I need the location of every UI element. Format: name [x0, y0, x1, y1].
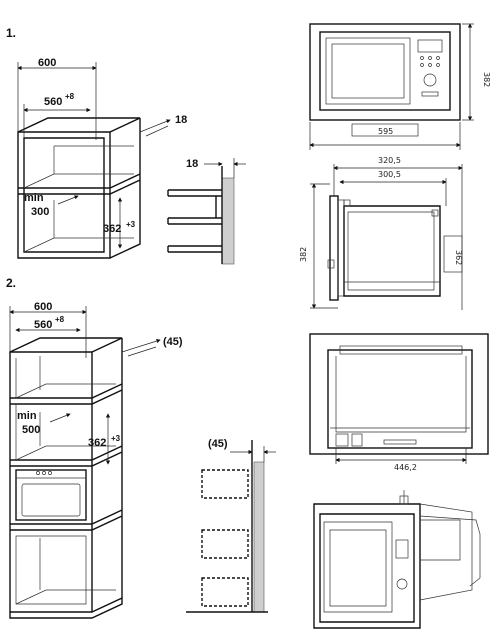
side-view-drawing: 320,5 300,5 362 382	[299, 156, 463, 310]
step2-dim-thickness: (45)	[163, 336, 183, 348]
step1-min-label: min	[24, 192, 44, 204]
step2-dim-inner-sup: +8	[55, 315, 65, 324]
step1-dim-inner-sup: +8	[65, 92, 75, 101]
step2-dim-height-sup: +3	[111, 434, 121, 443]
step2-min-label: min	[17, 410, 37, 422]
side-view-panel-height: 362	[454, 250, 463, 265]
step1-dim-height-sup: +3	[126, 220, 136, 229]
step1-dim-height: 362	[103, 223, 121, 235]
step2-min-value: 500	[22, 424, 40, 436]
step1-min-value: 300	[31, 206, 49, 218]
top-view-drawing: 446,2	[309, 333, 489, 472]
front-view-width: 595	[378, 127, 393, 136]
step1-number: 1.	[6, 26, 16, 40]
front-view-height: 382	[482, 72, 491, 87]
step2-side-thickness: (45)	[208, 438, 228, 450]
front-view-drawing: 595 382	[309, 23, 491, 150]
step2-cabinet-drawing: 2. 600 560 +8	[6, 276, 183, 619]
step1-cabinet-drawing: 1. 600 560 +8 18 min 300 362	[6, 26, 187, 259]
step1-dim-thickness: 18	[175, 114, 187, 126]
step2-dim-height: 362	[88, 437, 106, 449]
side-view-depth-total: 320,5	[378, 156, 401, 165]
perspective-view-drawing	[313, 490, 481, 629]
side-view-height: 382	[299, 247, 308, 262]
step1-dim-width: 600	[38, 57, 56, 69]
step1-side-mount: 18	[167, 158, 246, 265]
step2-side-mount: (45)	[186, 438, 276, 613]
top-view-width: 446,2	[394, 463, 417, 472]
step2-number: 2.	[6, 276, 16, 290]
step1-side-thickness: 18	[186, 158, 198, 170]
side-view-depth-inner: 300,5	[378, 170, 401, 179]
step1-dim-inner: 560	[44, 96, 62, 108]
step2-dim-width: 600	[34, 301, 52, 313]
step2-dim-inner: 560	[34, 319, 52, 331]
